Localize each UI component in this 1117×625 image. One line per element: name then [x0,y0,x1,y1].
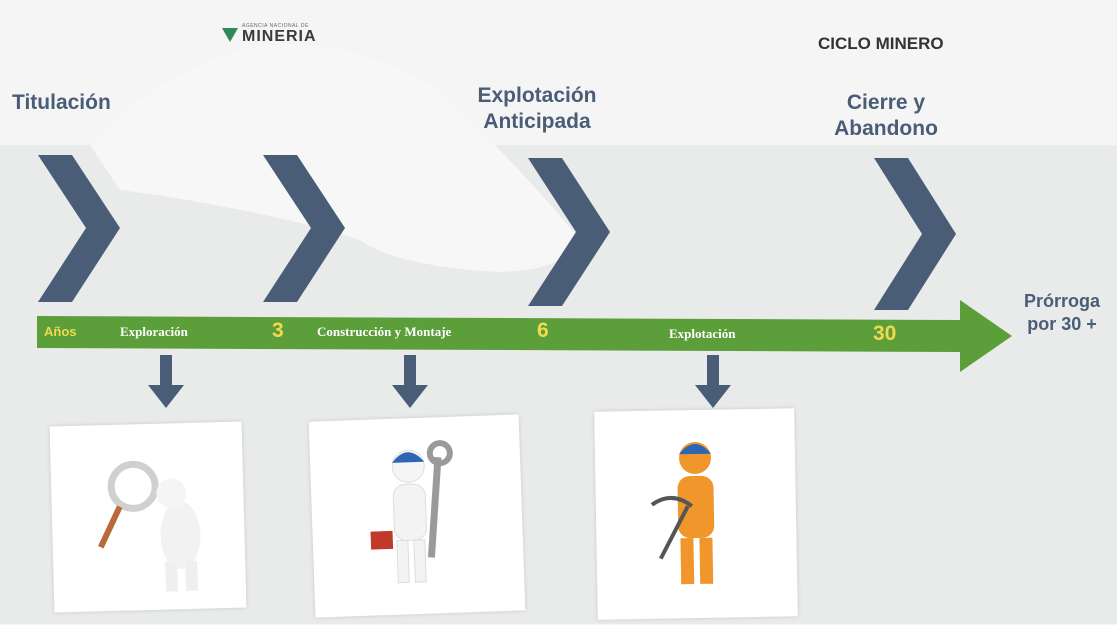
phase-exploracion: Exploración [120,324,188,339]
page-title: CICLO MINERO [818,34,944,53]
down-arrow-icon-3 [695,355,731,408]
builder-figure-icon [370,440,453,584]
chevron-icon-2 [263,155,345,302]
stage-label-titulacion: Titulación [12,91,111,114]
timeline-arrow-bar [37,300,1012,372]
down-arrow-icon-1 [148,355,184,408]
illustration-card-explotacion [594,408,798,620]
logo-subtitle: AGENCIA NACIONAL DE [242,23,309,29]
logo-icon [222,27,238,42]
stage-label-explotacion-anticipada: Explotación Anticipada [477,84,597,133]
chevron-icon-3 [528,158,610,306]
phase-explotacion: Explotación [669,326,736,341]
year-marker-3: 3 [272,319,284,342]
illustration-card-construccion [308,414,526,618]
logo-title: MINERIA [242,28,317,45]
chevron-icon-4 [874,158,956,310]
explorer-figure-icon [98,460,201,592]
down-arrow-icon-2 [392,355,428,408]
stage-label-cierre: Cierre y Abandono [834,91,938,140]
timeline-years-label: Años [44,324,77,339]
extension-label: Prórroga por 30 + [1023,291,1101,334]
illustration-card-exploracion [49,421,247,613]
phase-construccion: Construcción y Montaje [317,324,452,339]
chevron-icon-1 [38,155,120,302]
agency-logo: AGENCIA NACIONAL DE MINERIA [222,24,317,45]
miner-figure-icon [650,442,715,585]
year-marker-30: 30 [873,322,897,345]
year-marker-6: 6 [537,319,549,342]
